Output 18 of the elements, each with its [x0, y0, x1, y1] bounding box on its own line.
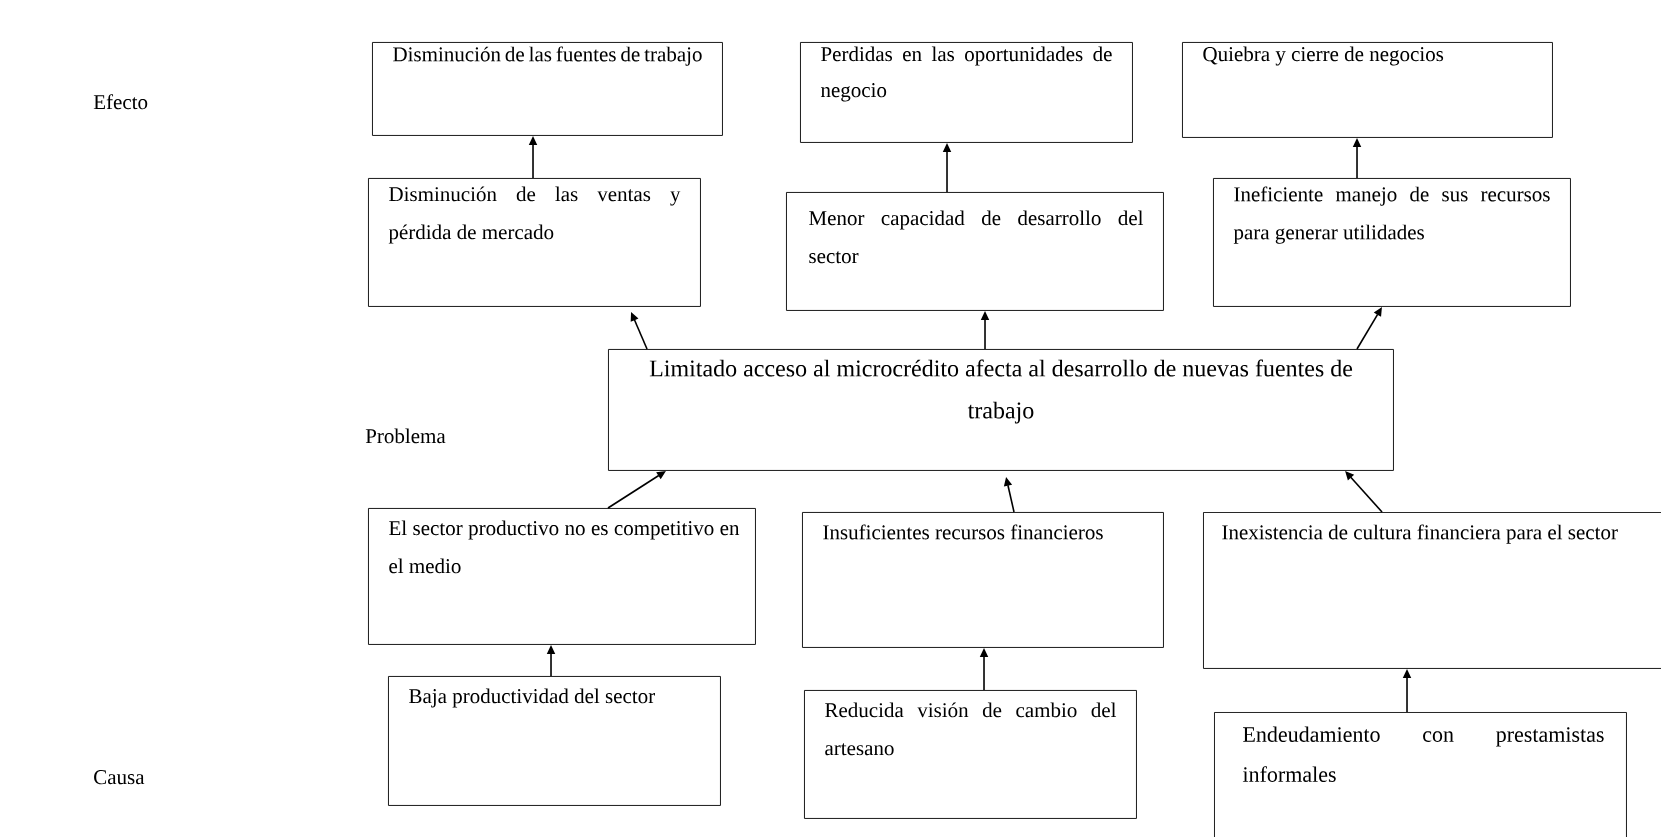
level-label: Causa: [94, 770, 145, 785]
cause-effect-box: Reducida visión de cambio del artesano: [804, 690, 1137, 819]
arrow: [630, 312, 648, 350]
cause-effect-box: Perdidas en las oportunidades de negocio: [800, 42, 1133, 143]
cause-effect-box: Baja productividad del sector: [388, 676, 721, 806]
cause-effect-box: Ineficiente manejo de sus recursos para generar utilidades: [1213, 178, 1571, 307]
cause-effect-box: Disminución de las ventas y pérdida de mercado: [368, 178, 701, 307]
cause-effect-box: Menor capacidad de desarrollo del sector: [786, 192, 1164, 311]
cause-effect-box: Endeudamiento con prestamistas informales: [1214, 712, 1627, 837]
problem-box: Limitado acceso al microcrédito afecta al desarrollo de nuevas fuentes de trabajo: [608, 349, 1394, 471]
cause-effect-box: Quiebra y cierre de negocios: [1182, 42, 1553, 138]
cause-effect-box: El sector productivo no es competitivo en el medio: [368, 508, 756, 645]
arrow: [1356, 307, 1382, 350]
cause-effect-box: Insuficientes recursos financieros: [802, 512, 1164, 648]
cause-effect-box: Inexistencia de cultura financiera para el sector: [1203, 512, 1661, 669]
cause-effect-box: Disminución de las fuentes de trabajo: [372, 42, 723, 136]
level-label: Problema: [365, 428, 446, 444]
level-label: Efecto: [93, 94, 148, 110]
